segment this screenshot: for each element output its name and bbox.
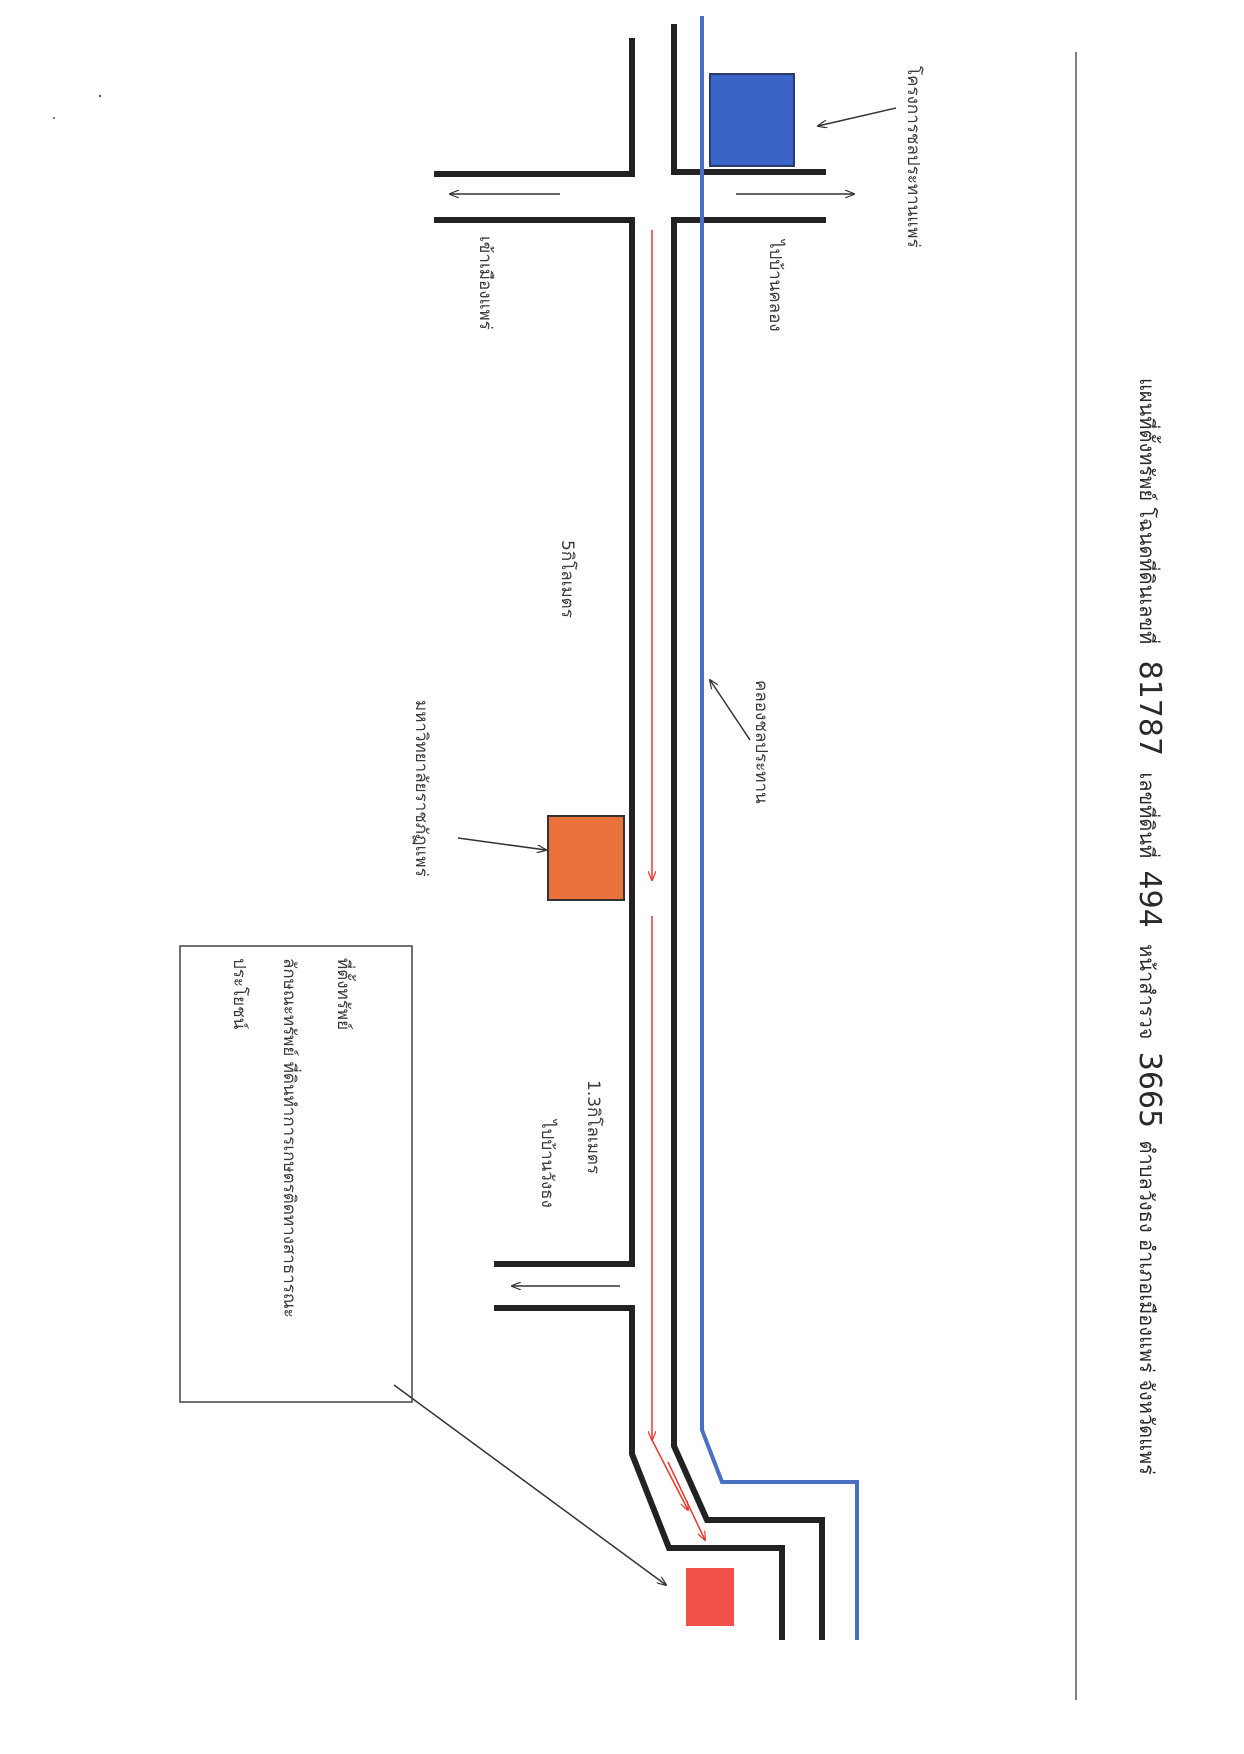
label-to-ban-klong: ไปบ้านคลอง bbox=[765, 238, 786, 332]
label-canal: คลองชลประทาน bbox=[751, 680, 771, 804]
title-survey-no: 3665 bbox=[1132, 1052, 1167, 1128]
label-university: มหาวิทยาลัยราชภัฏแพร่ bbox=[411, 700, 431, 877]
legend-line2: ลักษณะทรัพย์ ที่ดินทำการเกษตรติดทางสาธาร… bbox=[279, 958, 302, 1318]
property-box bbox=[686, 1568, 734, 1626]
road-upper-right-edge bbox=[671, 24, 826, 175]
title-land-no: 494 bbox=[1132, 871, 1167, 928]
title-deed-no: 81787 bbox=[1132, 661, 1167, 756]
project-box bbox=[709, 73, 795, 167]
road-upper-left-edge bbox=[434, 38, 635, 177]
road-cross-lower-left bbox=[434, 217, 635, 1267]
label-project: โครงการชลประทานแพร่ bbox=[903, 66, 924, 248]
irrigation-canal bbox=[700, 16, 859, 1640]
road-branch-lower bbox=[494, 1305, 785, 1640]
legend-line1: ที่ตั้งทรัพย์ bbox=[333, 958, 356, 1030]
page-title: แผนที่ตั้งทรัพย์ โฉนดที่ดินเลขที่ 81787 … bbox=[1132, 378, 1167, 1475]
label-dist-1-3km: 1.3กิโลเมตร bbox=[583, 1080, 604, 1174]
direction-arrows bbox=[450, 194, 854, 1286]
legend-line3: ประโยชน์ bbox=[229, 958, 250, 1030]
title-part1: แผนที่ตั้งทรัพย์ โฉนดที่ดินเลขที่ bbox=[1135, 378, 1161, 644]
road-network bbox=[434, 24, 826, 1640]
pointer-project bbox=[818, 107, 897, 126]
road-cross-lower-right bbox=[671, 217, 826, 1640]
university-box bbox=[547, 815, 625, 901]
title-part4: ตำบลวังธง อำเภอเมืองแพร่ จังหวัดแพร่ bbox=[1135, 1140, 1159, 1475]
label-to-phrae: เข้าเมืองแพร่ bbox=[475, 236, 495, 330]
legend-box bbox=[179, 945, 413, 1403]
pointer-property bbox=[393, 1384, 666, 1585]
route-to-property bbox=[652, 230, 705, 1540]
title-part3: หน้าสำรวจ bbox=[1135, 944, 1159, 1039]
title-part2: เลขที่ดินที่ bbox=[1135, 772, 1161, 858]
pointer-university bbox=[457, 837, 546, 850]
label-dist-5km: 5กิโลเมตร bbox=[557, 540, 578, 618]
pointer-canal bbox=[710, 680, 751, 741]
label-to-wang-thong: ไปบ้านวังธง bbox=[537, 1118, 558, 1208]
